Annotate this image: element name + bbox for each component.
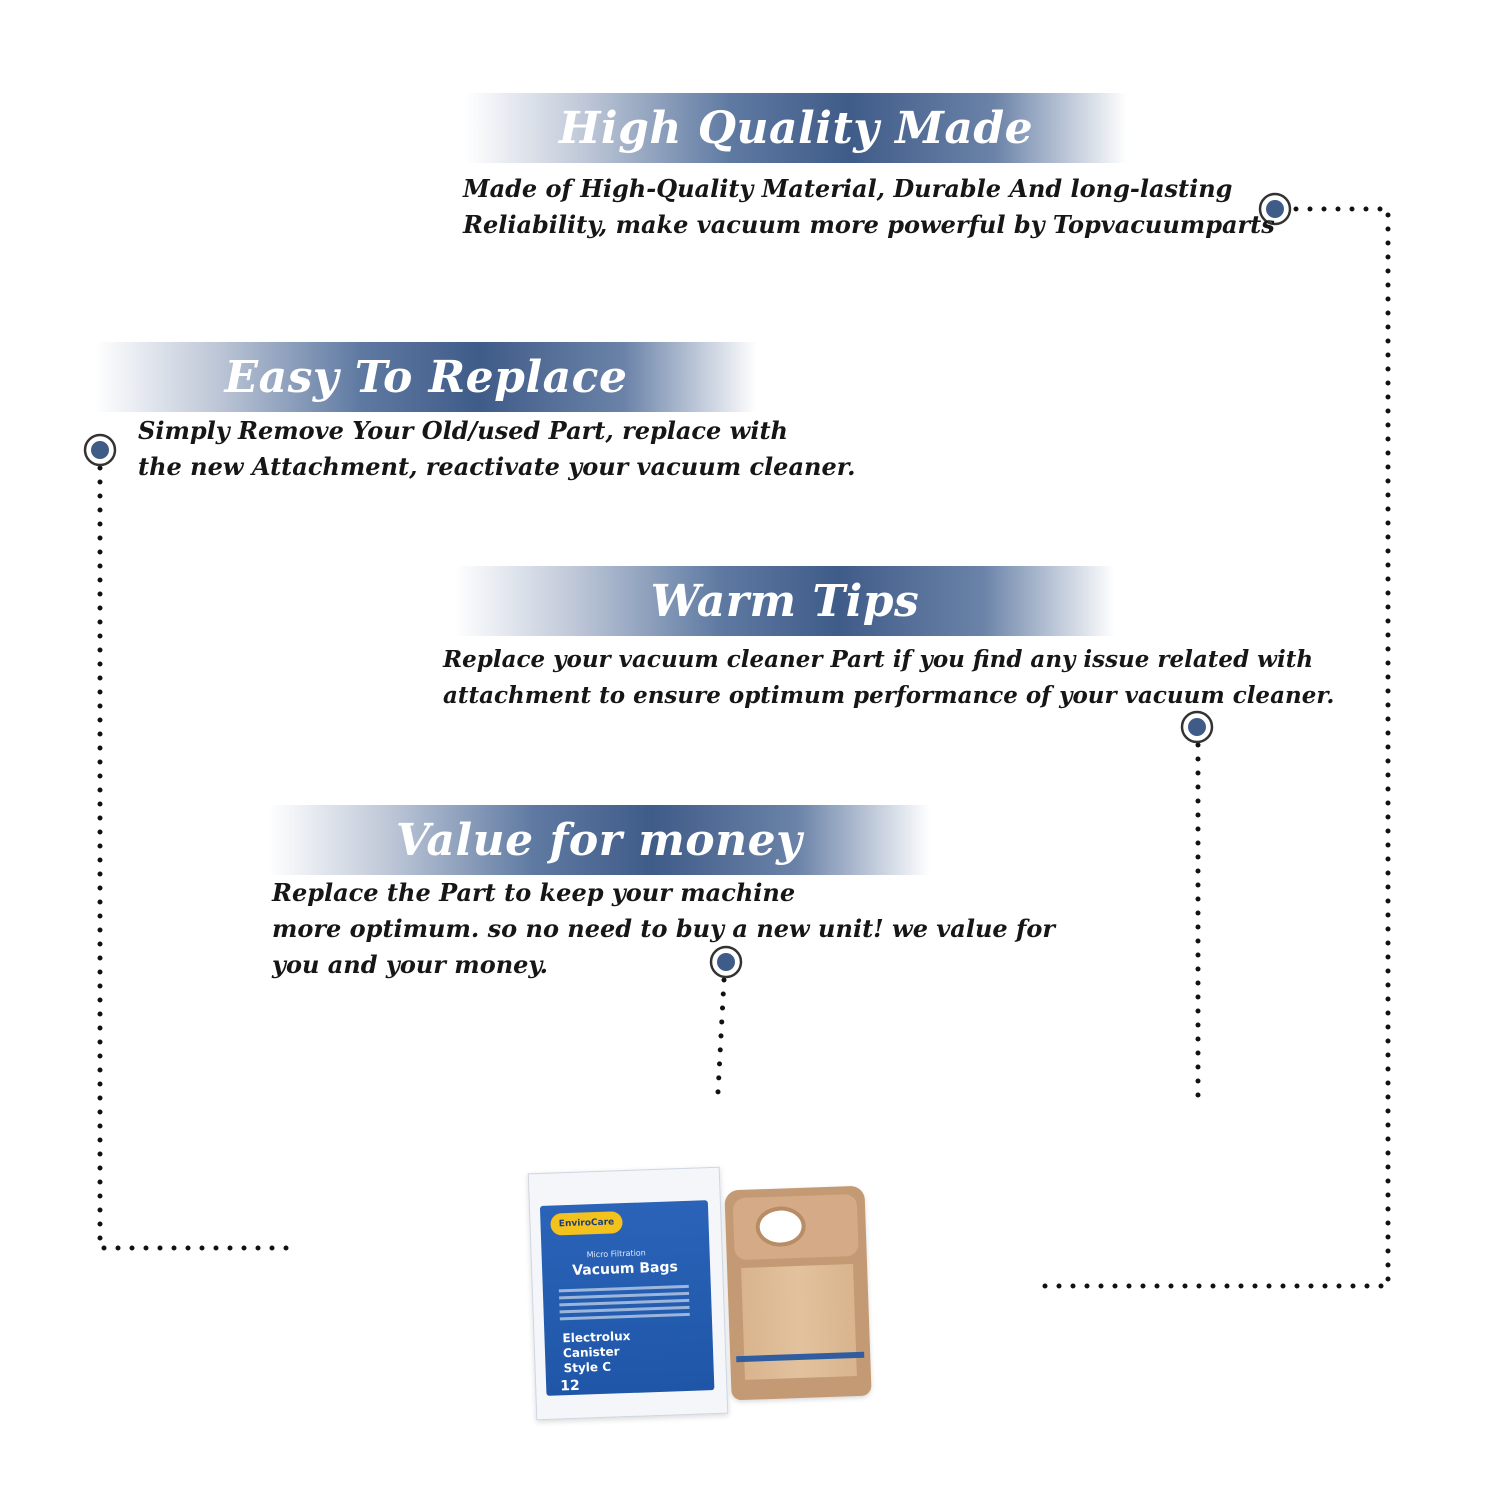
- title-easy-replace: Easy To Replace: [224, 351, 628, 403]
- brand-logo: EnviroCare: [550, 1211, 623, 1236]
- desc-value-money: Replace the Part to keep your machine mo…: [272, 878, 1055, 979]
- connector-high-quality: [1033, 206, 1391, 1289]
- vacuum-bag-package: EnviroCare Micro Filtration Vacuum Bags …: [527, 1166, 729, 1421]
- title-high-quality: High Quality Made: [558, 102, 1034, 154]
- desc-warm-tips: Replace your vacuum cleaner Part if you …: [443, 646, 1335, 709]
- marker-value-money-icon: [709, 945, 743, 979]
- title-value-money: Value for money: [395, 814, 803, 866]
- product-image: EnviroCare Micro Filtration Vacuum Bags …: [520, 1160, 880, 1430]
- paper-vacuum-bag: [724, 1185, 872, 1401]
- connector-value-money: [715, 977, 727, 1095]
- desc-easy-replace: Simply Remove Your Old/used Part, replac…: [138, 416, 856, 481]
- banner-warm-tips: Warm Tips: [455, 566, 1115, 636]
- marker-easy-replace-icon: [83, 433, 117, 467]
- connector-easy-replace: [97, 465, 301, 1251]
- title-warm-tips: Warm Tips: [650, 575, 920, 627]
- banner-high-quality: High Quality Made: [465, 93, 1127, 163]
- marker-high-quality-icon: [1258, 192, 1292, 226]
- marker-warm-tips-icon: [1180, 710, 1214, 744]
- banner-easy-replace: Easy To Replace: [95, 342, 757, 412]
- banner-value-money: Value for money: [268, 805, 930, 875]
- desc-high-quality: Made of High-Quality Material, Durable A…: [463, 174, 1275, 239]
